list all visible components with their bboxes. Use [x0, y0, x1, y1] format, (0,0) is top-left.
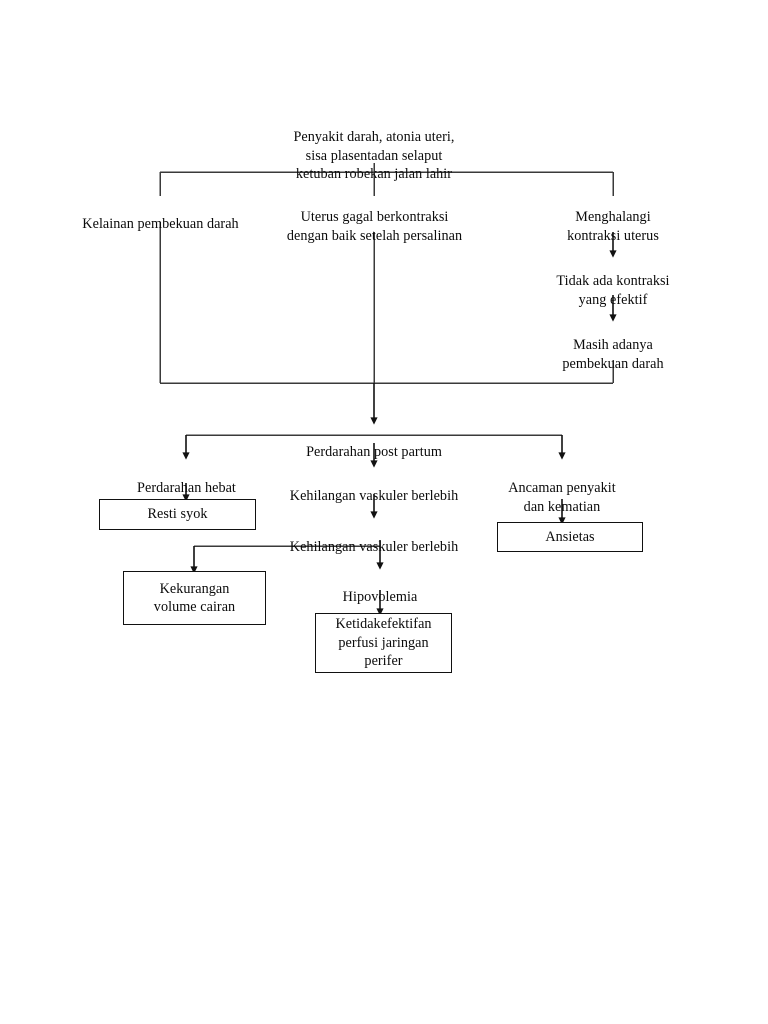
node-root-label: Penyakit darah, atonia uteri, sisa plase… — [293, 129, 455, 183]
node-kelainan-pembekuan-darah-label: Kelainan pembekuan darah — [82, 216, 239, 233]
node-tidak-ada-kontraksi: Tidak ada kontraksi yang efektif — [523, 254, 703, 309]
node-ansietas-label: Ansietas — [545, 528, 595, 545]
node-perdarahan-hebat-label: Perdarahan hebat — [137, 480, 236, 497]
node-resti-syok-label: Resti syok — [147, 506, 208, 523]
node-kekurangan-volume-cairan-label: Kekurangan volume cairan — [153, 580, 236, 615]
node-perdarahan-post-partum-label: Perdarahan post partum — [306, 444, 442, 461]
node-perdarahan-hebat: Perdarahan hebat — [104, 461, 269, 498]
node-masih-adanya-pembekuan: Masih adanya pembekuan darah — [527, 318, 699, 373]
node-uterus-gagal-berkontraksi-label: Uterus gagal berkontraksi dengan baik se… — [286, 209, 463, 244]
node-resti-syok: Resti syok — [99, 499, 256, 530]
node-ketidakefektifan-perfusi-label: Ketidakefektifan perfusi jaringan perife… — [335, 616, 432, 670]
node-ancaman-penyakit: Ancaman penyakit dan kematian — [487, 461, 637, 516]
node-ancaman-penyakit-label: Ancaman penyakit dan kematian — [508, 480, 616, 515]
node-masih-adanya-pembekuan-label: Masih adanya pembekuan darah — [562, 337, 664, 372]
node-kekurangan-volume-cairan: Kekurangan volume cairan — [123, 571, 266, 625]
node-ansietas: Ansietas — [497, 522, 643, 552]
node-menghalangi-kontraksi-uterus-label: Menghalangi kontraksi uterus — [567, 209, 659, 244]
node-hipovolemia-label: Hipovolemia — [342, 589, 418, 606]
node-uterus-gagal-berkontraksi: Uterus gagal berkontraksi dengan baik se… — [252, 190, 497, 245]
node-kehilangan-vaskuler-2-label: Kehilangan vaskuler berlebih — [289, 539, 459, 556]
node-kehilangan-vaskuler-1: Kehilangan vaskuler berlebih — [268, 469, 480, 506]
node-kelainan-pembekuan-darah: Kelainan pembekuan darah — [48, 197, 273, 234]
node-root: Penyakit darah, atonia uteri, sisa plase… — [254, 110, 494, 184]
node-perdarahan-post-partum: Perdarahan post partum — [264, 425, 484, 462]
node-menghalangi-kontraksi-uterus: Menghalangi kontraksi uterus — [528, 190, 698, 245]
node-tidak-ada-kontraksi-label: Tidak ada kontraksi yang efektif — [556, 273, 670, 308]
node-hipovolemia: Hipovolemia — [315, 570, 445, 607]
node-ketidakefektifan-perfusi: Ketidakefektifan perfusi jaringan perife… — [315, 613, 452, 673]
node-kehilangan-vaskuler-2: Kehilangan vaskuler berlebih — [268, 520, 480, 557]
node-kehilangan-vaskuler-1-label: Kehilangan vaskuler berlebih — [289, 488, 459, 505]
